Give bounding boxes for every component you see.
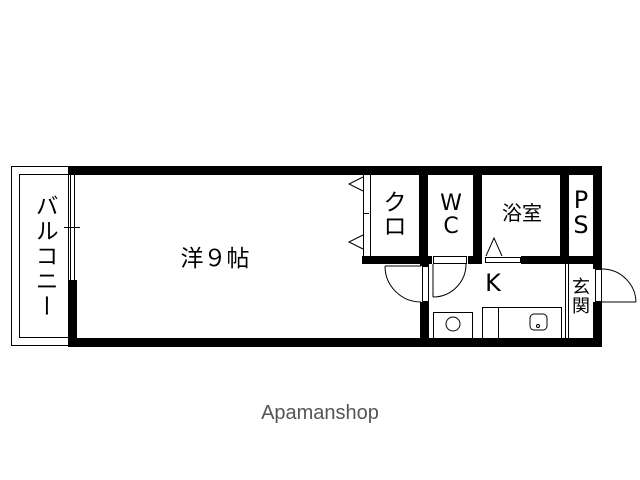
right-wall-upper	[593, 166, 602, 269]
watermark: Apamanshop	[261, 402, 379, 424]
closet-label: ク ロ	[383, 189, 407, 240]
counter-divider	[498, 307, 499, 338]
bathroom-label: 浴室	[502, 200, 542, 225]
western-room-label: 洋９帖	[180, 246, 250, 272]
balcony-outline	[11, 166, 69, 346]
washing-machine-space	[433, 312, 473, 339]
bath-door-frame	[485, 257, 521, 263]
closet-bottom-wall	[362, 256, 432, 264]
bath-ps-wall	[560, 166, 569, 264]
closet-door-line	[363, 175, 364, 258]
wc-door-frame	[433, 256, 467, 264]
balcony-label: バルコニー	[31, 193, 58, 319]
room-door-frame	[422, 266, 429, 302]
wc-bath-wall	[473, 166, 482, 264]
entrance-door-frame	[595, 269, 602, 302]
top-wall	[68, 166, 601, 175]
balcony-inner-outline	[19, 174, 69, 338]
closet-door-divider	[363, 213, 369, 214]
closet-wc-wall	[419, 166, 428, 264]
entrance-step-line-2	[568, 264, 569, 338]
kitchen-label: K	[485, 269, 501, 297]
room-kitchen-wall-lower	[420, 302, 429, 347]
entrance-label: 玄 関	[572, 277, 590, 317]
closet-inner-line	[370, 175, 371, 258]
entrance-step-line-1	[565, 264, 566, 338]
balcony-side-wall-lower	[68, 280, 77, 347]
bottom-wall	[68, 338, 601, 347]
pipe-space-label: P S	[573, 185, 589, 239]
right-wall-lower	[593, 302, 602, 347]
sash-mark	[64, 227, 80, 228]
toilet-label: W C	[440, 190, 462, 239]
room-kitchen-wall-upper	[420, 256, 429, 266]
kitchen-counter	[482, 307, 562, 338]
